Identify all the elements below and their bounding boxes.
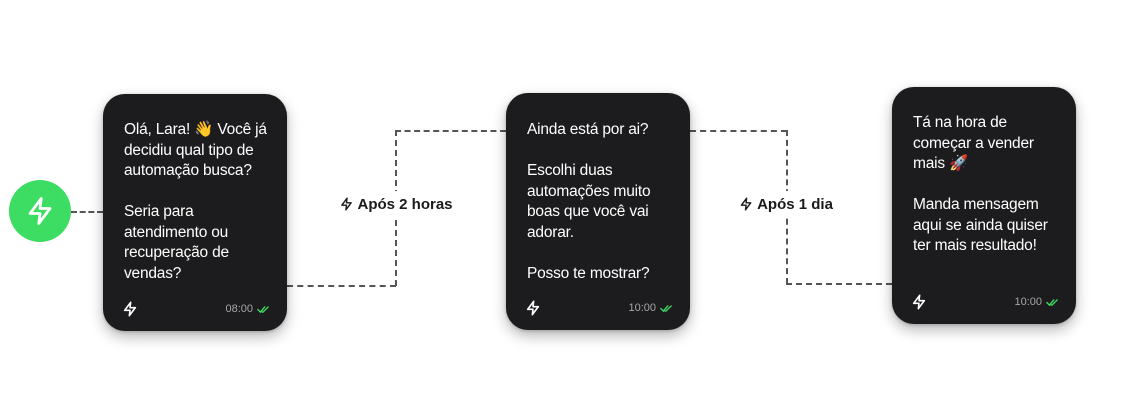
message-card-2[interactable]: Ainda está por ai? Escolhi duas automaçõ… xyxy=(506,93,690,330)
trigger-node[interactable] xyxy=(9,180,71,242)
message-text: Ainda está por ai? Escolhi duas automaçõ… xyxy=(527,120,676,284)
connector-step-2-in xyxy=(395,130,506,132)
message-meta: 10:00 xyxy=(1014,296,1058,308)
lightning-bolt-icon xyxy=(912,294,926,310)
message-text: Olá, Lara! 👋 Você já decidiu qual tipo d… xyxy=(124,120,273,284)
connector-trigger-to-step-1 xyxy=(71,211,103,213)
message-paragraph: Manda mensagem aqui se ainda quiser ter … xyxy=(913,196,1048,254)
connector-step-2-out xyxy=(690,130,787,132)
lightning-bolt-icon xyxy=(341,197,352,211)
lightning-bolt-icon xyxy=(123,301,137,317)
message-time: 10:00 xyxy=(628,302,656,314)
message-time: 10:00 xyxy=(1014,296,1042,308)
message-paragraph: Ainda está por ai? xyxy=(527,121,649,138)
connector-step-1-out xyxy=(287,285,396,287)
message-time: 08:00 xyxy=(225,303,253,315)
message-card-1[interactable]: Olá, Lara! 👋 Você já decidiu qual tipo d… xyxy=(103,94,287,331)
delay-label-text: Após 1 dia xyxy=(757,195,833,213)
message-paragraph: Posso te mostrar? xyxy=(527,264,650,282)
double-check-icon xyxy=(257,305,269,313)
delay-label-2[interactable]: Após 1 dia xyxy=(737,191,835,217)
double-check-icon xyxy=(660,304,672,312)
message-card-3[interactable]: Tá na hora de começar a vender mais 🚀 Ma… xyxy=(892,87,1076,324)
message-paragraph: Escolhi duas automações muito boas que v… xyxy=(527,162,651,241)
double-check-icon xyxy=(1046,298,1058,306)
message-paragraph: Olá, Lara! 👋 Você já decidiu qual tipo d… xyxy=(124,121,267,179)
message-paragraph: Seria para atendimento ou recuperação de… xyxy=(124,203,229,282)
connector-step-3-in xyxy=(786,283,892,285)
delay-label-text: Após 2 horas xyxy=(357,195,453,213)
delay-label-1[interactable]: Após 2 horas xyxy=(337,191,455,217)
message-meta: 08:00 xyxy=(225,303,269,315)
lightning-bolt-icon xyxy=(526,300,540,316)
message-meta: 10:00 xyxy=(628,302,672,314)
message-paragraph: Tá na hora de começar a vender mais 🚀 xyxy=(913,114,1034,172)
lightning-bolt-icon xyxy=(740,197,752,211)
lightning-bolt-icon xyxy=(28,197,52,225)
message-text: Tá na hora de começar a vender mais 🚀 Ma… xyxy=(913,113,1062,257)
